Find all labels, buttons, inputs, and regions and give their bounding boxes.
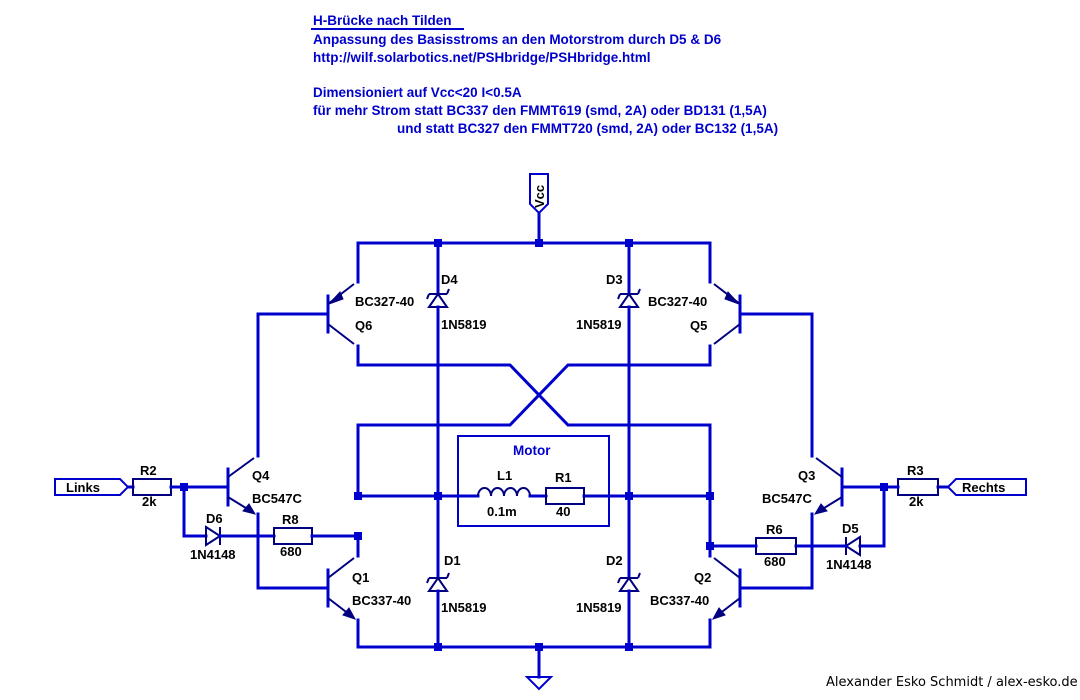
r3-name: R3 (907, 463, 924, 478)
d5-name: D5 (842, 521, 859, 536)
d3-type: 1N5819 (576, 317, 622, 332)
title: H-Brücke nach Tilden (313, 13, 452, 28)
d4-type: 1N5819 (441, 317, 487, 332)
junctions (180, 239, 888, 651)
l1-inductor (477, 487, 531, 497)
r8-value: 680 (280, 544, 302, 559)
q4-transistor (182, 312, 260, 515)
rechts-port: Rechts (946, 478, 1027, 496)
q5-type: BC327-40 (648, 294, 707, 309)
bottom-rail (356, 620, 712, 649)
subtitle: Anpassung des Basisstroms an den Motorst… (313, 32, 722, 47)
r2-value: 2k (142, 494, 157, 509)
d3-name: D3 (606, 272, 623, 287)
dimension-note: Dimensioniert auf Vcc<20 I<0.5A (313, 85, 522, 100)
d4-name: D4 (441, 272, 458, 287)
q3-name: Q3 (798, 468, 815, 483)
r8-resistor (273, 527, 313, 545)
r1-resistor (545, 487, 585, 505)
d1-diode (426, 494, 450, 649)
d5-diode (844, 535, 861, 557)
motor-title: Motor (513, 443, 551, 458)
q3-type: BC547C (762, 491, 812, 506)
r3-value: 2k (909, 494, 924, 509)
q2-type: BC337-40 (650, 593, 709, 608)
d5-type: 1N4148 (826, 557, 872, 572)
r8-name: R8 (282, 512, 299, 527)
alternative-note-1: für mehr Strom statt BC337 den FMMT619 (… (313, 103, 767, 118)
q1-type: BC337-40 (352, 593, 411, 608)
alternative-note-2: und statt BC327 den FMMT720 (smd, 2A) od… (397, 121, 778, 136)
q6-name: Q6 (355, 318, 372, 333)
cross-wire-a (356, 363, 712, 498)
q4-type: BC547C (252, 491, 302, 506)
d6-name: D6 (206, 511, 223, 526)
d2-name: D2 (606, 553, 623, 568)
d6-type: 1N4148 (190, 547, 236, 562)
ground-symbol (524, 676, 554, 691)
r1-value: 40 (556, 504, 570, 519)
q3-transistor (810, 312, 886, 515)
r6-value: 680 (764, 554, 786, 569)
q1-transistor (256, 512, 360, 624)
d6-diode (205, 525, 222, 547)
d1-type: 1N5819 (441, 600, 487, 615)
q6-type: BC327-40 (355, 294, 414, 309)
r6-resistor (755, 537, 797, 555)
motor-box (457, 435, 610, 527)
r2-name: R2 (140, 463, 157, 478)
r1-name: R1 (555, 470, 572, 485)
links-label: Links (66, 480, 100, 495)
q5-name: Q5 (690, 318, 707, 333)
d3-diode (617, 241, 641, 498)
q4-name: Q4 (252, 468, 270, 483)
d1-name: D1 (444, 553, 461, 568)
l1-name: L1 (497, 468, 512, 483)
links-port: Links (54, 478, 130, 496)
d4-diode (426, 241, 450, 498)
credit: Alexander Esko Schmidt / alex-esko.de (826, 675, 1078, 690)
q6-transistor (256, 268, 360, 367)
r3-resistor (897, 478, 939, 496)
vcc-label: Vcc (532, 185, 547, 208)
vcc-port: Vcc (529, 173, 549, 215)
q2-transistor (708, 494, 814, 624)
top-rail (356, 241, 712, 272)
rechts-label: Rechts (962, 480, 1005, 495)
q2-name: Q2 (694, 570, 711, 585)
r6-name: R6 (766, 522, 783, 537)
d2-type: 1N5819 (576, 600, 622, 615)
q1-name: Q1 (352, 570, 369, 585)
d2-diode (617, 494, 641, 649)
r2-resistor (132, 478, 172, 496)
q5-transistor (708, 268, 814, 367)
reference-url: http://wilf.solarbotics.net/PSHbridge/PS… (313, 50, 651, 65)
cross-wire-b (356, 363, 712, 498)
l1-value: 0.1m (487, 504, 517, 519)
